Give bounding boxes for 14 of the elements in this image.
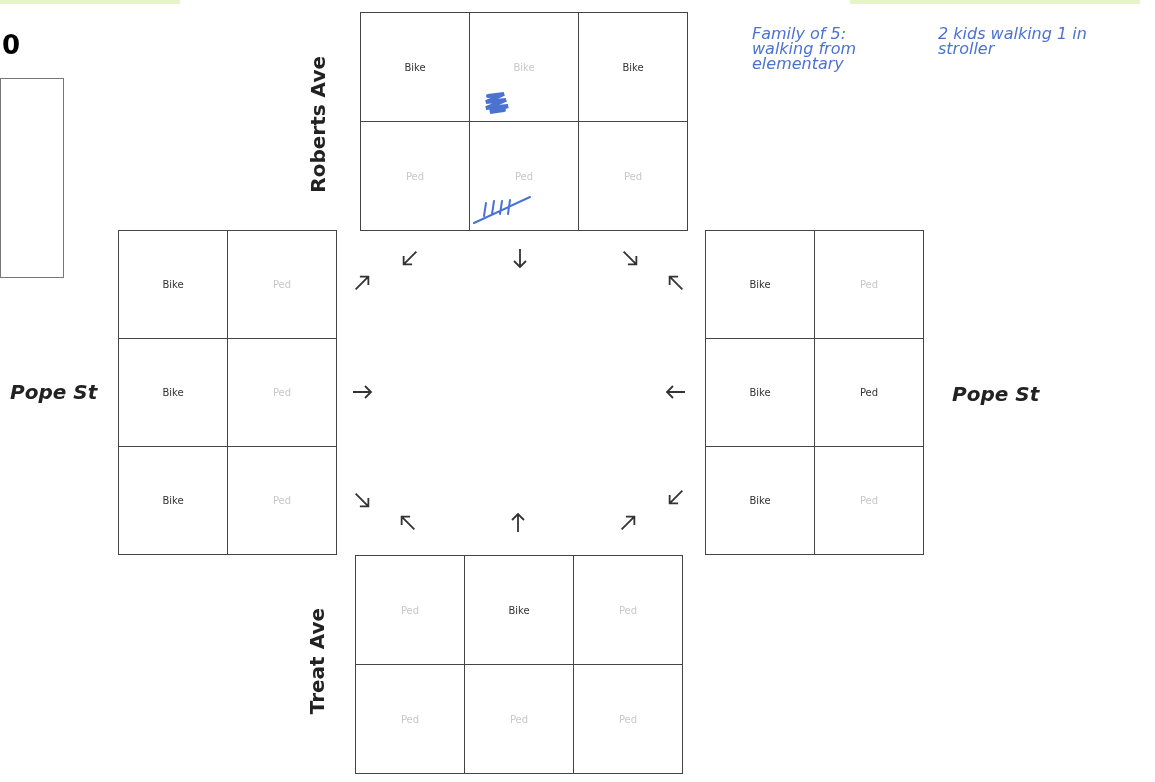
form-box — [0, 78, 64, 278]
grid-cell: Bike — [578, 12, 688, 122]
street-name: Roberts Ave — [306, 56, 330, 193]
grid-cell: Bike — [705, 446, 815, 555]
handwritten-note: 2 kids walking 1 in stroller — [938, 26, 1088, 56]
grid-cell: Bike — [360, 12, 470, 122]
handwritten-note: Family of 5: walking from elementary — [752, 26, 857, 71]
grid-cell: Bike — [118, 230, 228, 339]
grid-cell: Bike — [118, 446, 228, 555]
page-number: 0 — [2, 30, 21, 60]
grid-cell: Bike — [705, 230, 815, 339]
street-name: Pope St — [952, 382, 1040, 406]
street-name: Pope St — [10, 380, 98, 404]
street-name: Treat Ave — [305, 608, 329, 715]
